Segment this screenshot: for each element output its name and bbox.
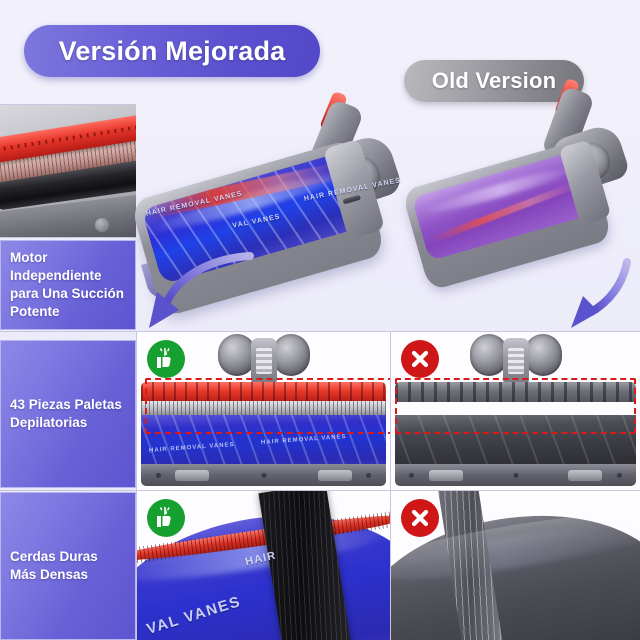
badge-new-version: Versión Mejorada — [24, 25, 320, 77]
latch-right-shape — [568, 470, 603, 481]
red-vanes-strip — [141, 382, 386, 402]
wheel-left-shape — [217, 334, 256, 376]
wheel-right-shape — [271, 334, 310, 376]
screw-dot-center — [261, 473, 266, 478]
panel-vanes-old — [391, 332, 640, 490]
arrow-down-left-icon — [571, 258, 631, 328]
head-bottom-bar — [141, 464, 386, 486]
bristles-comparison-section: Cerdas Duras Más Densas VAL VANES HAIR — [0, 491, 640, 640]
latch-left-shape — [428, 470, 463, 481]
badge-old-version-label: Old Version — [431, 68, 557, 93]
screw-dot-left — [155, 473, 161, 478]
roller-text-1: HAIR REMOVAL VANES — [148, 442, 235, 454]
brush-head-plate: HAIR REMOVAL VANES HAIR REMOVAL VANES — [141, 382, 386, 486]
gray-vent-strip — [395, 382, 636, 402]
highlight-dashed-box — [395, 378, 636, 434]
feature-label-bristles-text: Cerdas Duras Más Densas — [10, 548, 98, 582]
divider-bottom-vertical — [390, 491, 391, 640]
old-version-brush-head — [401, 77, 638, 315]
panel-vanes-improved: HAIR REMOVAL VANES HAIR REMOVAL VANES — [137, 332, 390, 490]
screw-dot-right — [366, 473, 372, 478]
bristle-comb-row — [141, 401, 386, 416]
divider-label-column — [136, 331, 137, 640]
latch-left-shape — [175, 470, 210, 481]
badge-old-version: Old Version — [404, 60, 584, 102]
wheel-left-shape — [469, 334, 508, 376]
wheel-right-shape — [523, 334, 562, 376]
screw-dot-left — [409, 473, 415, 478]
divider-mid-vertical — [390, 332, 391, 490]
screw-dot-center — [513, 473, 518, 478]
vanes-comparison-section: 43 Piezas Paletas Depilatorias HAIR REMO… — [0, 332, 640, 490]
arrow-down-left-icon — [149, 252, 254, 328]
screw-dot-right — [616, 473, 622, 478]
cross-icon — [401, 340, 439, 378]
panel-bristles-old — [391, 491, 640, 640]
wheel-assembly — [469, 334, 562, 386]
feature-label-vanes-text: 43 Piezas Paletas Depilatorias — [10, 396, 122, 430]
head-bottom-bar — [395, 464, 636, 486]
latch-right-shape — [317, 470, 352, 481]
feature-label-vanes: 43 Piezas Paletas Depilatorias — [0, 340, 136, 488]
top-comparison-section: Versión Mejorada Old Version — [0, 0, 640, 330]
brush-head-plate — [395, 382, 636, 486]
motor-closeup-photo — [0, 104, 136, 238]
knob-shape — [94, 217, 109, 232]
feature-label-motor: Motor Independiente para Una Succión Pot… — [0, 240, 136, 330]
divider-top — [0, 331, 640, 332]
thumbs-up-icon — [147, 340, 185, 378]
wheel-assembly — [217, 334, 310, 386]
new-version-brush-head: HAIR REMOVAL VANES VAL VANES HAIR REMOVA… — [129, 90, 410, 320]
thumbs-up-icon — [147, 499, 185, 537]
highlight-dashed-box — [145, 378, 390, 434]
cross-icon — [401, 499, 439, 537]
feature-label-bristles: Cerdas Duras Más Densas — [0, 492, 136, 640]
panel-bristles-improved: VAL VANES HAIR — [137, 491, 390, 640]
feature-label-motor-text: Motor Independiente para Una Succión Pot… — [10, 249, 125, 320]
roller-text-2: HAIR REMOVAL VANES — [260, 434, 347, 446]
badge-new-version-label: Versión Mejorada — [58, 35, 286, 66]
